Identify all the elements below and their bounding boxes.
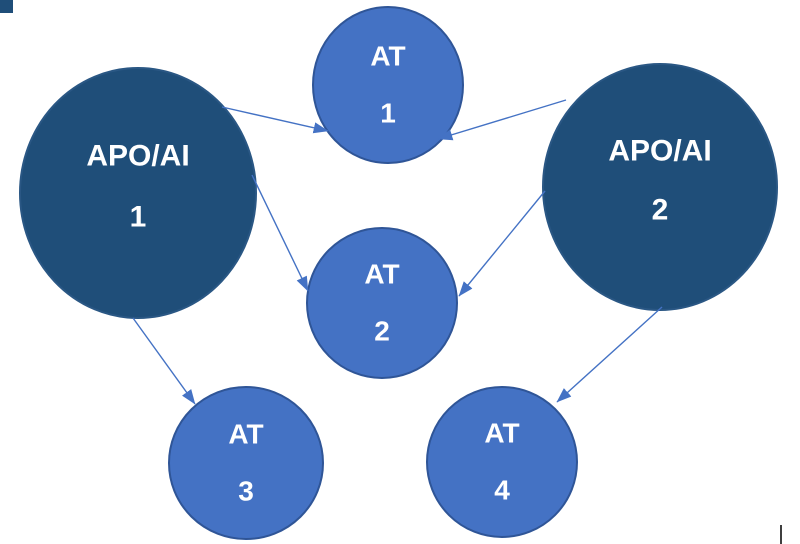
edge-apo-ai-1-to-at-2 [251,174,309,292]
edge-apo-ai-1-to-at-3 [132,317,196,405]
edge-apo-ai-1-to-at-1 [221,106,329,134]
node-at-4-label-line1: AT [484,418,519,449]
node-apo-ai-2-label-line2: 2 [652,194,669,227]
node-at-2-circle [306,227,458,379]
node-apo-ai-2-label-line1: APO/AI [608,135,711,168]
node-at-1: AT 1 [312,6,464,164]
node-at-4: AT 4 [426,386,578,538]
node-at-1-circle [312,6,464,164]
node-at-4-label-line2: 4 [494,475,510,506]
edge-apo-ai-2-to-at-4 [556,306,663,403]
artifacts-layer [0,0,782,544]
node-at-1-label-line2: 1 [380,98,396,129]
corner-artifact-square [0,0,13,13]
node-apo-ai-2-circle [542,63,778,311]
node-at-3-label-line2: 3 [238,476,254,507]
node-apo-ai-1-label-line2: 1 [130,201,147,234]
node-at-1-label-line1: AT [370,41,405,72]
edge-apo-ai-2-to-at-2 [458,190,546,297]
node-apo-ai-1-label-line1: APO/AI [86,140,189,173]
node-at-3-label-line1: AT [228,419,263,450]
node-at-3-circle [168,386,324,540]
node-at-2-label-line2: 2 [374,316,390,347]
node-apo-ai-2: APO/AI 2 [542,63,778,311]
node-at-4-circle [426,386,578,538]
node-at-2-label-line1: AT [364,259,399,290]
node-at-3: AT 3 [168,386,324,540]
node-apo-ai-1: APO/AI 1 [19,67,257,319]
node-apo-ai-1-circle [19,67,257,319]
edges-layer [132,99,663,405]
node-at-2: AT 2 [306,227,458,379]
edge-apo-ai-2-to-at-1 [437,99,567,141]
